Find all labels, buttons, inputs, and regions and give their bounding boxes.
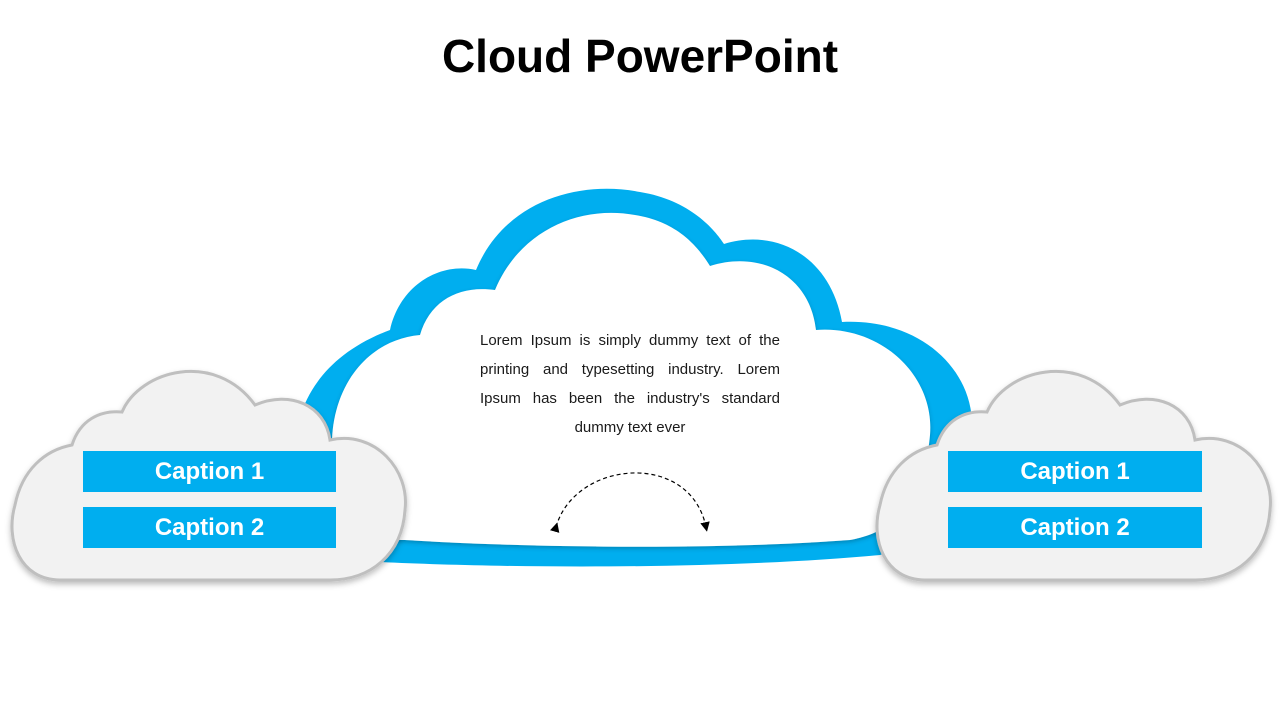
left-caption-2: Caption 2 bbox=[154, 514, 265, 541]
right-caption-2-box bbox=[948, 507, 1202, 548]
right-caption-1: Caption 1 bbox=[1020, 458, 1130, 485]
left-caption-2-box bbox=[83, 507, 336, 548]
right-caption-1-box bbox=[948, 451, 1202, 492]
left-caption-1-box bbox=[83, 451, 336, 492]
center-description: Lorem Ipsum is simply dummy text of the … bbox=[480, 332, 780, 436]
center-cloud bbox=[329, 212, 931, 547]
right-caption-2: Caption 2 bbox=[1020, 514, 1130, 541]
left-caption-1: Caption 1 bbox=[154, 458, 265, 485]
curved-double-arrow-icon bbox=[550, 472, 710, 533]
slide-title: Cloud PowerPoint bbox=[441, 30, 839, 82]
